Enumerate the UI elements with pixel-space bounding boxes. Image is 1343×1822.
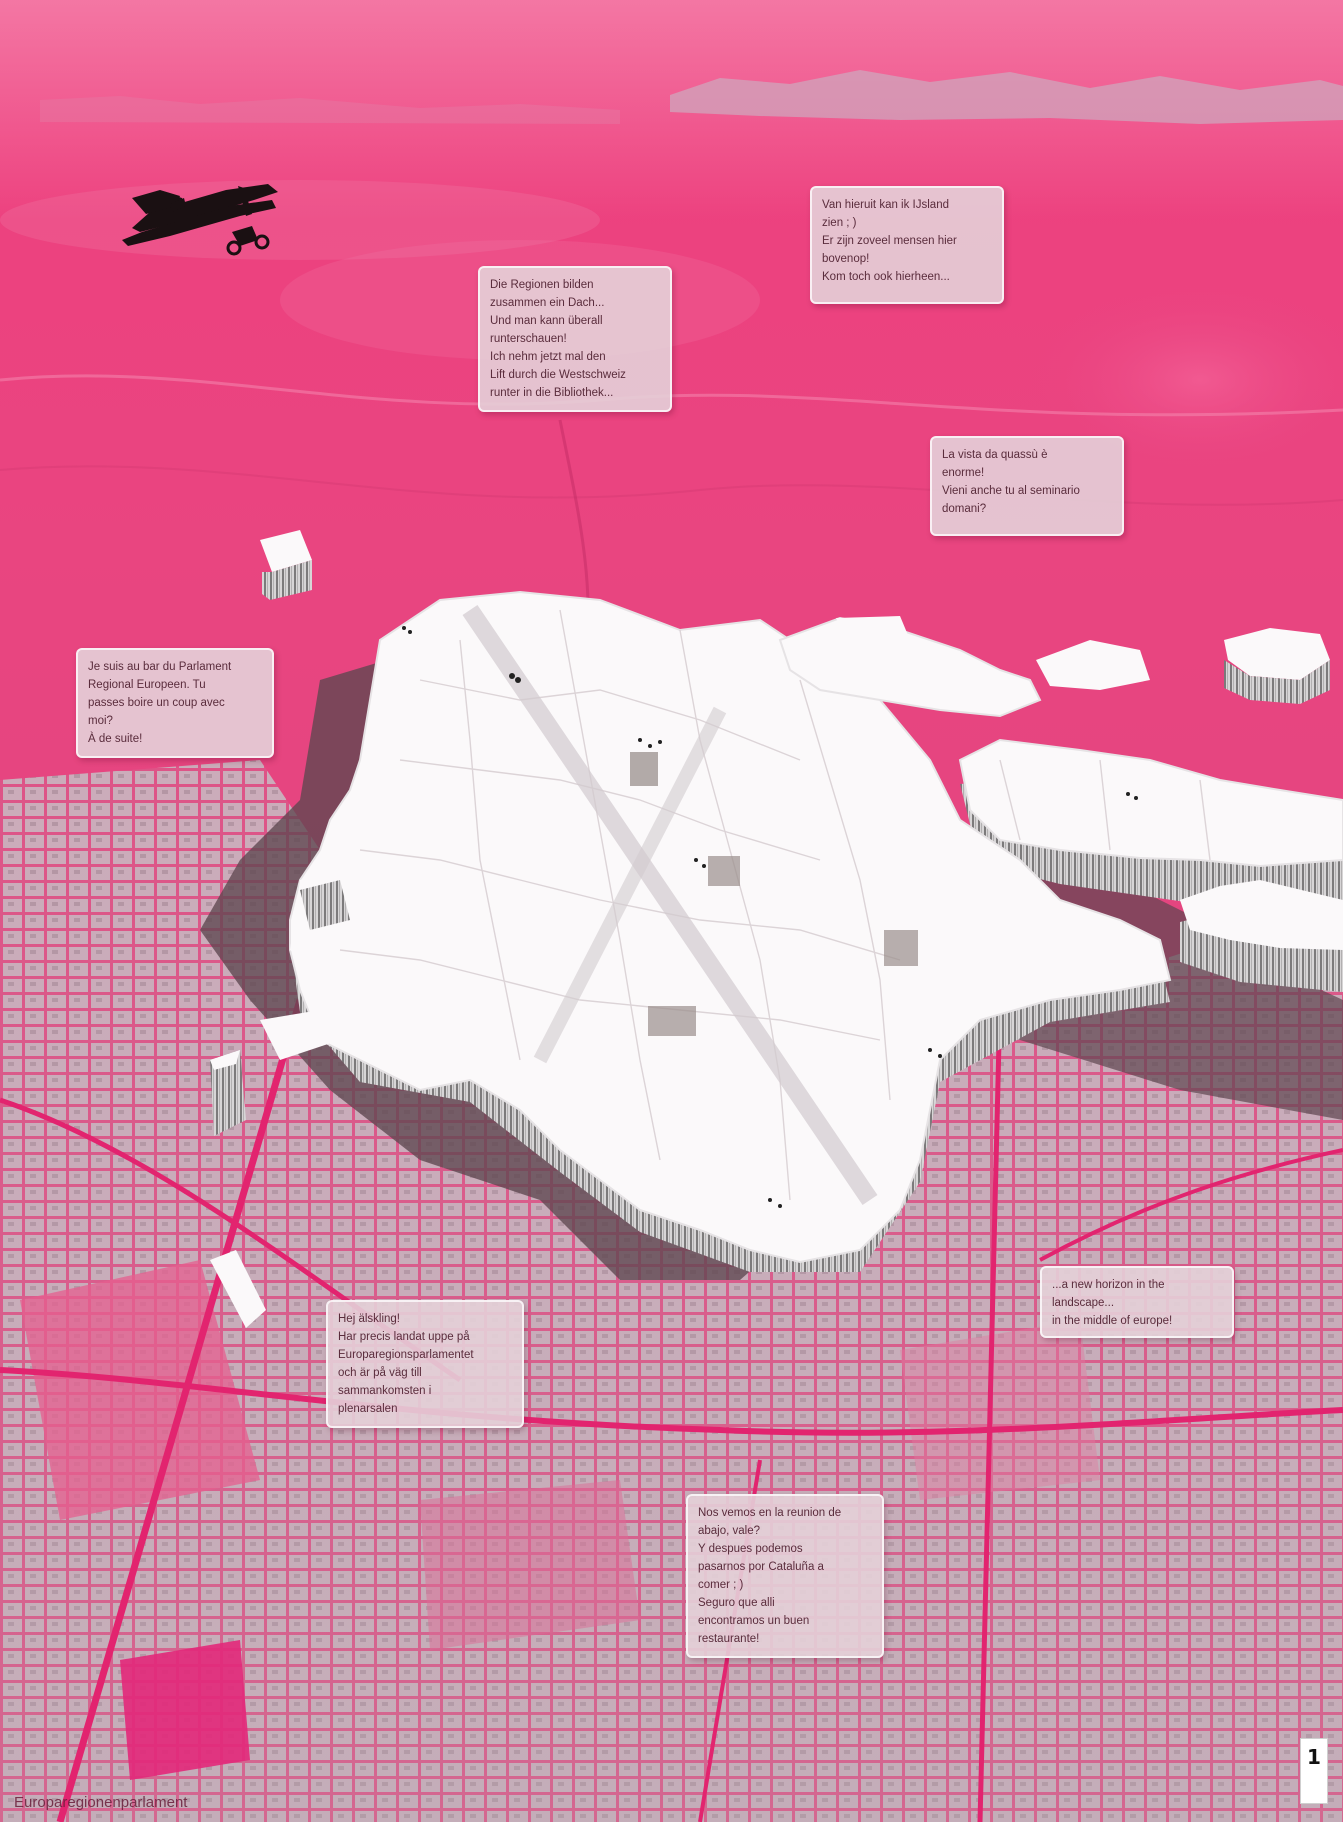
bubble-line: Er zijn zoveel mensen hier [822,235,957,247]
page-number: 1 [1300,1738,1328,1804]
footer-label: Europaregionenparlament [14,1794,188,1811]
speech-bubble-italian: La vista da quassù è enorme! Vieni anche… [930,436,1124,536]
bubble-line: Y despues podemos [698,1543,803,1555]
bubble-line: zusammen ein Dach... [490,297,605,309]
bubble-line: Die Regionen bilden [490,279,594,291]
bubble-line: À de suite! [88,733,143,745]
speech-bubble-swedish: Hej älskling! Har precis landat uppe på … [326,1300,524,1428]
speech-bubble-english: ...a new horizon in the landscape... in … [1040,1266,1234,1338]
bubble-line: bovenop! [822,253,870,265]
bubble-line: domani? [942,503,987,515]
bubble-line: passes boire un coup avec [88,697,225,709]
bubble-line: in the middle of europe! [1052,1315,1173,1327]
speech-bubble-french: Je suis au bar du Parlament Regional Eur… [76,648,274,758]
speech-bubble-spanish: Nos vemos en la reunion de abajo, vale? … [686,1494,884,1658]
bubble-line: zien ; ) [822,217,857,229]
bubble-line: Seguro que alli [698,1597,775,1609]
bubble-line: Har precis landat uppe på [338,1331,470,1343]
bubble-line: och är på väg till [338,1367,422,1379]
bubble-line: enorme! [942,467,985,479]
biplane-icon [122,184,278,256]
bubble-line: Hej älskling! [338,1313,400,1325]
bubble-line: Lift durch die Westschweiz [490,369,626,381]
bubble-line: landscape... [1052,1297,1115,1309]
bubble-line: plenarsalen [338,1403,398,1415]
bubble-line: sammankomsten i [338,1385,432,1397]
bubble-line: runter in die Bibliothek... [490,387,614,399]
bubble-line: moi? [88,715,113,727]
bubble-line: Vieni anche tu al seminario [942,485,1080,497]
bubble-line: encontramos un buen [698,1615,810,1627]
bubble-line: ...a new horizon in the [1052,1279,1165,1291]
bubble-line: runterschauen! [490,333,567,345]
bubble-line: Van hieruit kan ik IJsland [822,199,949,211]
bubble-line: La vista da quassù è [942,449,1048,461]
bubble-line: Je suis au bar du Parlament [88,661,232,673]
bubble-line: Nos vemos en la reunion de [698,1507,842,1519]
bubble-line: restaurante! [698,1633,760,1645]
bubble-line: comer ; ) [698,1579,744,1591]
bubble-line: Und man kann überall [490,315,603,327]
bubble-line: abajo, vale? [698,1525,761,1537]
bubble-line: pasarnos por Cataluña a [698,1561,824,1573]
speech-bubble-german: Die Regionen bilden zusammen ein Dach...… [478,266,672,412]
bubble-line: Kom toch ook hierheen... [822,271,950,283]
bubble-line: Regional Europeen. Tu [88,679,206,691]
bubble-line: Ich nehm jetzt mal den [490,351,606,363]
speech-bubble-dutch: Van hieruit kan ik IJsland zien ; ) Er z… [810,186,1004,304]
bubble-line: Europaregionsparlamentet [338,1349,474,1361]
